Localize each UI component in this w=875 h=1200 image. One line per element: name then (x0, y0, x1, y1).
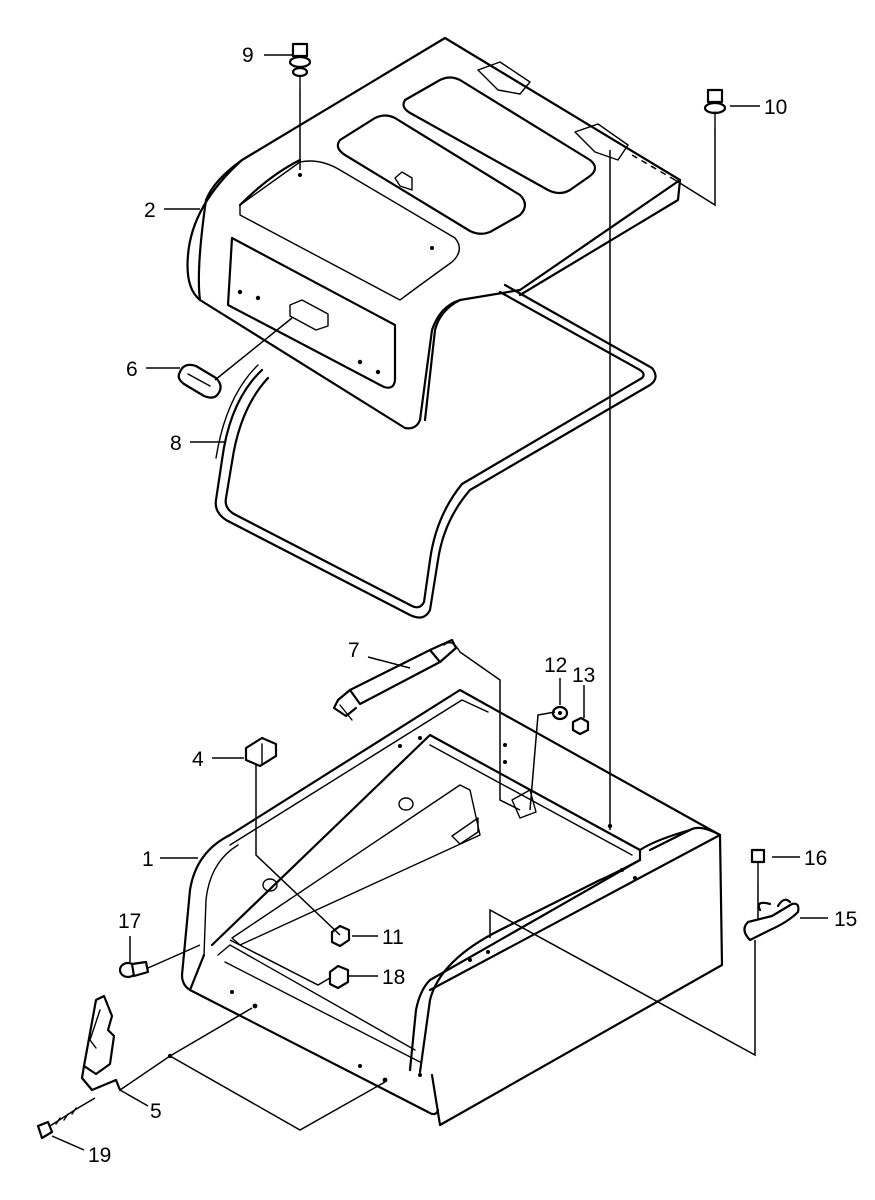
bolt-9 (288, 42, 312, 91)
grommet-6 (177, 363, 222, 399)
callout-16: 16 (804, 847, 827, 870)
callout-4: 4 (192, 748, 204, 771)
callout-13: 13 (572, 664, 595, 687)
nut-13 (571, 716, 590, 736)
base-body (180, 688, 724, 1127)
callout-11: 11 (382, 926, 404, 949)
callout-17: 17 (118, 910, 141, 933)
callout-12: 12 (544, 654, 567, 677)
nut-18 (328, 964, 350, 990)
callout-10: 10 (764, 96, 787, 119)
bumper-4 (244, 736, 278, 768)
assembly-lines (77, 90, 759, 1131)
callout-5: 5 (150, 1100, 162, 1123)
plug-17 (118, 960, 150, 979)
bolt-10 (703, 88, 727, 129)
gas-strut (332, 638, 461, 721)
callout-18: 18 (382, 966, 405, 989)
callout-leaders (51, 54, 828, 1151)
callout-1: 1 (142, 848, 154, 871)
clip-15 (743, 898, 800, 942)
callout-7: 7 (348, 639, 360, 662)
callout-19: 19 (88, 1144, 111, 1167)
callout-6: 6 (126, 358, 138, 381)
top-cover (186, 36, 682, 430)
latch-5 (80, 994, 122, 1092)
callout-2: 2 (144, 199, 156, 222)
callout-15: 15 (834, 908, 857, 931)
screw-16 (750, 848, 766, 885)
callout-9: 9 (242, 44, 254, 67)
bolt-19 (36, 1107, 79, 1140)
seal-frame (214, 283, 657, 619)
callout-8: 8 (170, 432, 182, 455)
